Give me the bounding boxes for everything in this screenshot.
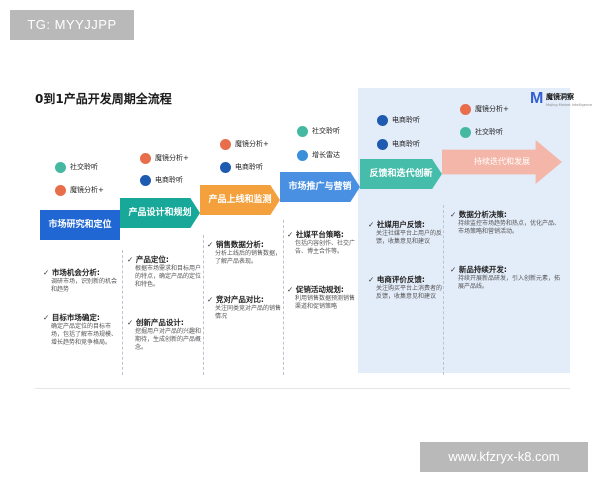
chip-label: 社交聆听 xyxy=(475,128,503,136)
logo-subtitle: Mojing Market Intelligence xyxy=(546,103,593,107)
step-launch-monitor: 产品上线和监测 xyxy=(200,185,280,215)
detail-body: 确定产品定位的目标市场，包括了解市场规模、增长趋势和竞争格局。 xyxy=(51,323,118,346)
detail-block: 社媒平台策略: 包括内容创作、社交广告、博主合作等。 xyxy=(287,230,359,256)
step-market-research: 市场研究和定位 xyxy=(40,210,120,240)
mirror-analysis-icon xyxy=(140,152,151,164)
chip-label: 电商聆听 xyxy=(392,140,420,148)
chip-label: 电商聆听 xyxy=(392,116,420,124)
social-listening-icon xyxy=(55,161,66,173)
detail-heading: 新品持续开发: xyxy=(450,265,565,275)
step-product-design: 产品设计和规划 xyxy=(120,198,200,228)
logo-name: 魔镜洞察 xyxy=(546,93,574,101)
column-divider xyxy=(443,205,444,375)
detail-body: 持续监控市场趋势和热点，优化产品、市场策略和营销活动。 xyxy=(458,220,561,235)
detail-block: 数据分析决策: 持续监控市场趋势和热点，优化产品、市场策略和营销活动。 xyxy=(450,210,565,236)
ecommerce-listening-icon xyxy=(377,114,388,126)
detail-body: 利用销售数据预测销售渠道和促销策略 xyxy=(295,295,356,310)
chip-label: 电商聆听 xyxy=(155,176,183,184)
detail-heading: 目标市场确定: xyxy=(43,313,121,323)
chip-label: 增长雷达 xyxy=(312,151,340,159)
detail-heading: 销售数据分析: xyxy=(207,240,283,250)
chip-label: 魔镜分析+ xyxy=(70,186,104,194)
tool-chip: 电商聆听 xyxy=(377,137,420,151)
detail-block: 目标市场确定: 确定产品定位的目标市场，包括了解市场规模、增长趋势和竞争格局。 xyxy=(43,313,121,347)
chip-label: 魔镜分析+ xyxy=(155,154,189,162)
detail-block: 电商评价反馈: 关注购买平台上消费者的反馈，收集意见和建议 xyxy=(368,275,442,301)
slide-title: 0到1产品开发周期全流程 xyxy=(35,92,172,106)
ecommerce-listening-icon xyxy=(377,138,388,150)
detail-heading: 数据分析决策: xyxy=(450,210,565,220)
brand-logo: M 魔镜洞察 Mojing Market Intelligence xyxy=(530,90,593,112)
tool-chip: 魔镜分析+ xyxy=(220,137,269,151)
tool-chip: 增长雷达 xyxy=(297,148,340,162)
slide-footer-line xyxy=(35,388,570,389)
ecommerce-listening-icon xyxy=(140,174,151,186)
tool-chip: 电商聆听 xyxy=(377,113,420,127)
social-listening-icon xyxy=(460,126,471,138)
detail-body: 关注同类竞对产品的销售情况 xyxy=(215,305,282,320)
social-listening-icon xyxy=(297,125,308,137)
tool-chip: 魔镜分析+ xyxy=(140,151,189,165)
detail-block: 产品定位: 根据市场需求和目标用户的特点，确定产品的定位和特色。 xyxy=(127,255,203,289)
tool-chip: 社交聆听 xyxy=(297,124,340,138)
step-marketing: 市场推广与营销 xyxy=(280,172,360,202)
step-feedback-iteration: 反馈和迭代创新 xyxy=(360,159,442,189)
detail-heading: 竞对产品对比: xyxy=(207,295,283,305)
chip-label: 社交聆听 xyxy=(70,163,98,171)
chip-label: 社交聆听 xyxy=(312,127,340,135)
tool-chip: 社交聆听 xyxy=(460,125,503,139)
detail-body: 挖掘用户对产品的兴趣和期待，生成创新的产品概念。 xyxy=(135,328,202,351)
detail-heading: 市场机会分析: xyxy=(43,268,121,278)
detail-heading: 电商评价反馈: xyxy=(368,275,442,285)
detail-heading: 创新产品设计: xyxy=(127,318,203,328)
detail-block: 创新产品设计: 挖掘用户对产品的兴趣和期待，生成创新的产品概念。 xyxy=(127,318,203,352)
detail-block: 新品持续开发: 持续开展新品研发，引入创新元素，拓展产品线。 xyxy=(450,265,565,291)
tool-chip: 魔镜分析+ xyxy=(460,102,509,116)
detail-body: 根据市场需求和目标用户的特点，确定产品的定位和特色。 xyxy=(135,265,202,288)
watermark-top: TG: MYYJJPP xyxy=(10,10,134,40)
ecommerce-listening-icon xyxy=(220,161,231,173)
logo-mark: M xyxy=(530,90,544,107)
tool-chip: 电商聆听 xyxy=(220,160,263,174)
tool-chip: 魔镜分析+ xyxy=(55,183,104,197)
tool-chip: 电商聆听 xyxy=(140,173,183,187)
mirror-analysis-icon xyxy=(220,138,231,150)
detail-heading: 产品定位: xyxy=(127,255,203,265)
column-divider xyxy=(203,235,204,375)
detail-block: 销售数据分析: 分析上线后的销售数据，了解产品表现。 xyxy=(207,240,283,266)
detail-block: 竞对产品对比: 关注同类竞对产品的销售情况 xyxy=(207,295,283,321)
detail-body: 关注社媒平台上用户的反馈，收集意见和建议 xyxy=(376,230,443,245)
column-divider xyxy=(122,250,123,375)
detail-block: 社媒用户反馈: 关注社媒平台上用户的反馈，收集意见和建议 xyxy=(368,220,442,246)
tool-chip: 社交聆听 xyxy=(55,160,98,174)
chip-label: 魔镜分析+ xyxy=(475,105,509,113)
detail-body: 分析上线后的销售数据，了解产品表现。 xyxy=(215,250,282,265)
mirror-analysis-icon xyxy=(460,103,471,115)
detail-heading: 社媒用户反馈: xyxy=(368,220,442,230)
detail-body: 包括内容创作、社交广告、博主合作等。 xyxy=(295,240,356,255)
column-divider xyxy=(283,220,284,375)
detail-body: 关注购买平台上消费者的反馈，收集意见和建议 xyxy=(376,285,443,300)
watermark-bottom: www.kfzryx-k8.com xyxy=(420,442,588,472)
detail-body: 持续开展新品研发，引入创新元素，拓展产品线。 xyxy=(458,275,561,290)
growth-radar-icon xyxy=(297,149,308,161)
detail-block: 促销活动规划: 利用销售数据预测销售渠道和促销策略 xyxy=(287,285,359,311)
detail-heading: 促销活动规划: xyxy=(287,285,359,295)
detail-body: 调研市场，识别新的机会和趋势 xyxy=(51,278,118,293)
detail-heading: 社媒平台策略: xyxy=(287,230,359,240)
chip-label: 电商聆听 xyxy=(235,163,263,171)
mirror-analysis-icon xyxy=(55,184,66,196)
detail-block: 市场机会分析: 调研市场，识别新的机会和趋势 xyxy=(43,268,121,294)
process-slide: 0到1产品开发周期全流程 M 魔镜洞察 Mojing Market Intell… xyxy=(35,80,592,398)
chip-label: 魔镜分析+ xyxy=(235,140,269,148)
